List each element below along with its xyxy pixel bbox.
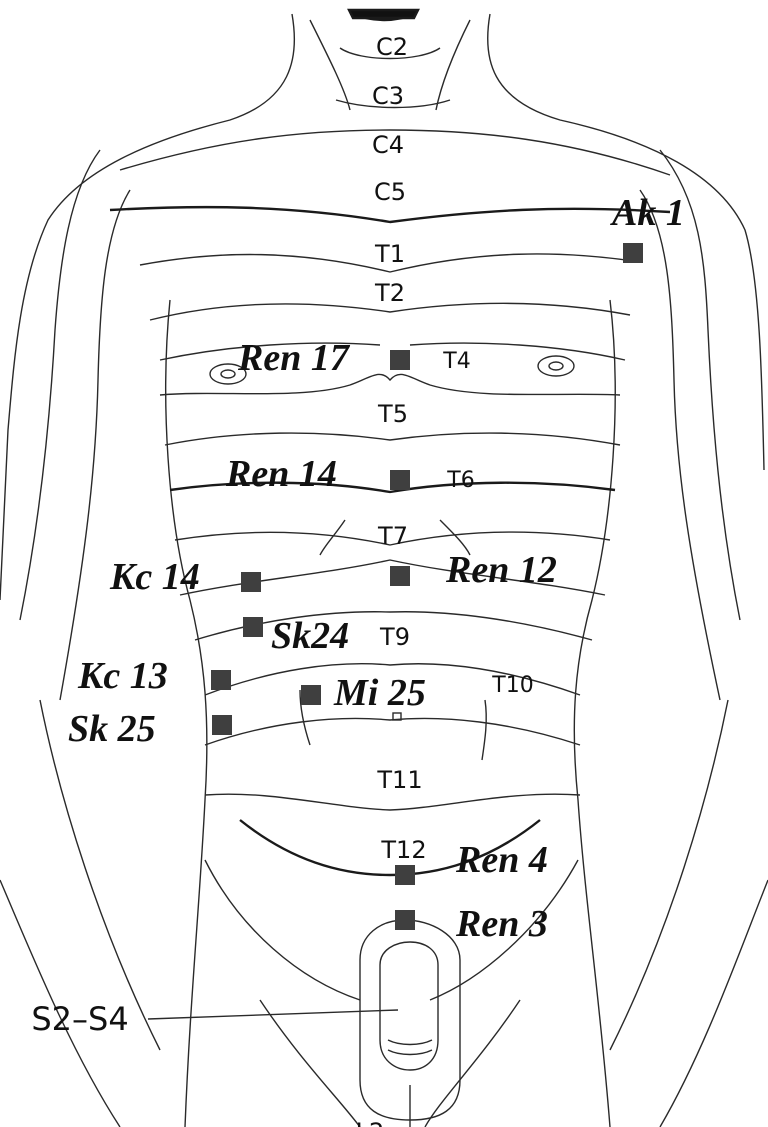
label-t9: T9 [379, 623, 410, 651]
label-bottom: L2 [356, 1118, 385, 1127]
marker-ren17 [390, 350, 410, 370]
label-t7: T7 [377, 522, 408, 550]
label-c4: C4 [372, 131, 404, 159]
left-nipple-inner [221, 370, 235, 378]
marker-mi25 [301, 685, 321, 705]
label-kc13: Kc 13 [77, 655, 168, 697]
label-c2: C2 [376, 33, 408, 61]
label-ren4: Ren 4 [455, 839, 548, 881]
label-mi25: Mi 25 [333, 672, 426, 714]
right-arm-mid [610, 700, 728, 1050]
label-t6: T6 [446, 468, 474, 493]
left-arm-band-1 [20, 150, 100, 620]
band-t11 [205, 718, 580, 745]
chin-shadow [349, 10, 418, 18]
torso-left-side [166, 300, 207, 1127]
label-ren12: Ren 12 [445, 549, 557, 591]
label-kc14: Kc 14 [109, 556, 200, 598]
marker-sk24 [243, 617, 263, 637]
right-arm-band-2 [640, 190, 720, 700]
thigh-line-left [260, 1000, 360, 1127]
marker-ren4 [395, 865, 415, 885]
genital-ring-1 [388, 1040, 432, 1045]
label-c3: C3 [372, 82, 404, 110]
label-ren14: Ren 14 [225, 453, 337, 495]
genital-ring-2 [388, 1050, 432, 1055]
label-t1: T1 [374, 240, 405, 268]
marker-ren14 [390, 470, 410, 490]
marker-kc13 [211, 670, 231, 690]
label-t4: T4 [442, 349, 470, 374]
thigh-line-right [425, 1000, 520, 1127]
marker-ren3 [395, 910, 415, 930]
label-sk25: Sk 25 [68, 708, 156, 750]
label-ak1: Ak 1 [610, 192, 685, 234]
label-t12: T12 [380, 836, 426, 864]
label-t5: T5 [377, 400, 408, 428]
neck-line-right [436, 20, 470, 110]
marker-ren12 [390, 566, 410, 586]
marker-ak1 [623, 243, 643, 263]
abdomen-crease-right [482, 700, 486, 760]
label-s2-s4: S2–S4 [31, 1000, 128, 1038]
label-c5: C5 [374, 178, 406, 206]
right-arm-lower [660, 880, 768, 1127]
label-ren3: Ren 3 [455, 903, 548, 945]
band-t3-right [410, 343, 625, 360]
left-shoulder-outer [0, 14, 294, 600]
label-sk24: Sk24 [271, 615, 349, 657]
right-nipple-outer [538, 356, 574, 376]
left-arm-mid [40, 700, 160, 1050]
label-t10: T10 [491, 673, 533, 698]
pelvis-line-left [205, 860, 360, 1000]
label-t11: T11 [376, 766, 422, 794]
band-t11b [205, 794, 580, 810]
band-c5 [110, 207, 670, 222]
right-shoulder-outer [488, 14, 764, 470]
label-ren17: Ren 17 [237, 337, 351, 379]
band-t5 [165, 433, 620, 445]
marker-kc14 [241, 572, 261, 592]
right-nipple-inner [549, 362, 563, 370]
marker-sk25 [212, 715, 232, 735]
label-t2: T2 [374, 279, 405, 307]
neck-line-left [310, 20, 350, 110]
crease-left [320, 520, 345, 555]
left-arm-band-2 [60, 190, 130, 700]
torso-right-side [574, 300, 615, 1127]
